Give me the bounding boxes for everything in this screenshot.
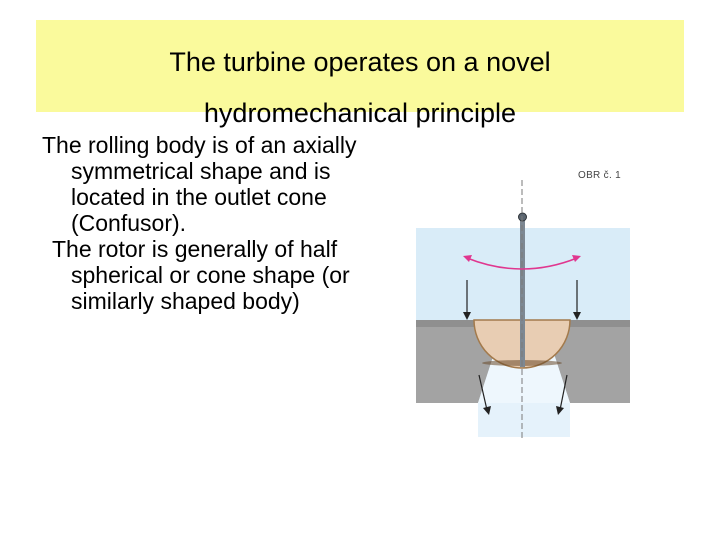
swing-arrow [466,257,578,270]
flow-arrow-right-bottom [556,406,564,415]
title-banner: The turbine operates on a novel hydromec… [36,20,684,128]
flow-arrow-left-top [463,312,471,320]
outlet-channel [478,400,570,437]
paragraph-rolling-body: The rolling body is of an axially symmet… [42,132,357,236]
turbine-diagram: OBR č. 1 [410,165,640,445]
figure-label: OBR č. 1 [578,170,621,181]
paragraph-rotor-shape: The rotor is generally of half spherical… [52,236,350,314]
turbine-illustration [416,180,630,440]
body-text: The rolling body is of an axially symmet… [42,132,372,314]
title-line-1: The turbine operates on a novel [169,47,551,77]
title-line-2: hydromechanical principle [203,98,517,128]
flow-arrow-left-bottom [483,406,491,415]
flow-arrow-right-top [573,312,581,320]
